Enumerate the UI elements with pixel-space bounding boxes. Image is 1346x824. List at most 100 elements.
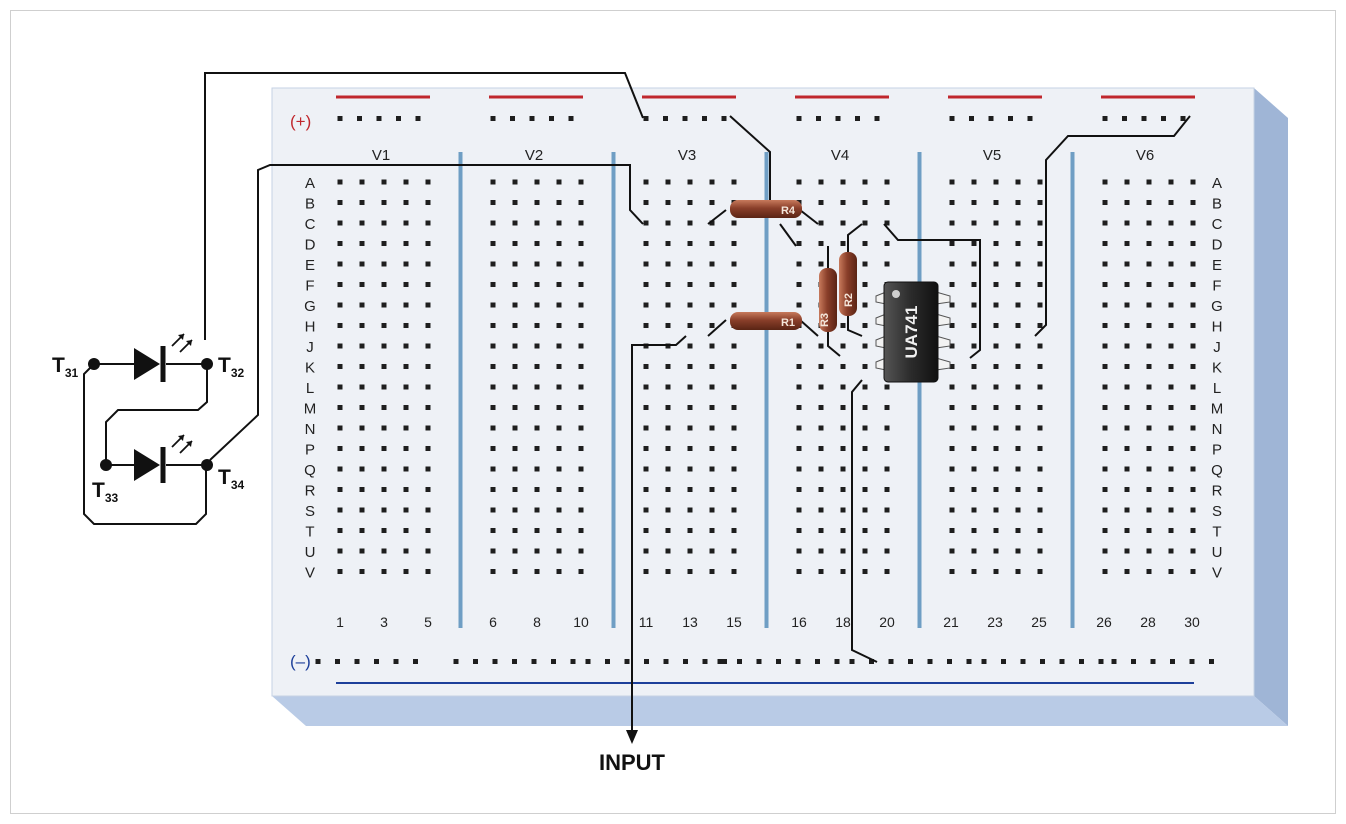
hole	[578, 261, 584, 267]
rail-minus-hole	[722, 659, 727, 664]
hole	[884, 241, 890, 246]
rail-minus-hole	[512, 659, 517, 664]
hole	[337, 343, 343, 349]
terminal-dot-t32	[201, 358, 213, 370]
hole	[1102, 343, 1108, 349]
hole	[687, 220, 693, 226]
column-number-23: 23	[987, 614, 1003, 630]
rail-minus-hole	[315, 659, 321, 664]
hole	[1015, 343, 1021, 349]
hole	[687, 487, 693, 492]
hole	[425, 343, 431, 349]
rail-minus-hole	[1189, 659, 1195, 664]
column-number-10: 10	[573, 614, 589, 630]
hole	[381, 220, 387, 226]
column-number-5: 5	[424, 614, 432, 630]
hole	[1037, 261, 1043, 267]
hole	[840, 425, 846, 431]
rail-minus-hole	[1209, 659, 1214, 664]
hole	[818, 569, 824, 574]
hole	[643, 200, 649, 205]
hole	[840, 405, 846, 410]
rail-minus-hole	[981, 659, 987, 664]
hole	[1168, 446, 1174, 451]
rail-minus-hole	[644, 659, 649, 664]
hole	[949, 487, 955, 492]
hole	[1102, 487, 1108, 492]
hole	[425, 261, 431, 267]
ic-chip-ua741: UA741	[875, 281, 951, 383]
hole	[949, 220, 955, 226]
wire-r1-left-lead	[707, 319, 727, 337]
hole	[337, 405, 343, 410]
hole	[534, 466, 540, 472]
hole	[359, 446, 365, 451]
hole	[884, 425, 890, 431]
hole	[796, 528, 802, 533]
terminal-label-t32: T32	[218, 354, 245, 380]
hole	[1146, 425, 1152, 431]
hole	[971, 548, 977, 554]
column-number-26: 26	[1096, 614, 1112, 630]
hole	[1146, 179, 1152, 185]
hole	[425, 487, 431, 492]
hole	[512, 528, 518, 533]
hole	[643, 569, 649, 574]
resistor-r2: R2	[839, 252, 857, 316]
hole	[709, 487, 715, 492]
hole	[643, 405, 649, 410]
hole	[1015, 487, 1021, 492]
hole	[1168, 261, 1174, 267]
rail-minus-hole	[927, 659, 933, 664]
hole	[1015, 548, 1021, 554]
rail-minus-hole	[473, 659, 478, 664]
hole	[665, 282, 671, 287]
hole	[643, 425, 649, 431]
hole	[971, 343, 977, 349]
hole	[993, 425, 999, 431]
hole	[949, 261, 955, 267]
hole	[840, 487, 846, 492]
hole	[534, 507, 540, 513]
hole	[971, 261, 977, 267]
hole	[884, 487, 890, 492]
hole	[556, 220, 562, 226]
rail-minus-hole	[663, 659, 669, 664]
rail-minus-hole	[849, 659, 855, 664]
hole	[556, 384, 562, 390]
hole	[556, 425, 562, 431]
rail-minus-hole	[374, 659, 379, 664]
hole	[1037, 302, 1043, 308]
row-label-left: L	[306, 380, 314, 397]
hole	[337, 302, 343, 308]
hole	[534, 487, 540, 492]
hole	[512, 282, 518, 287]
hole	[1015, 179, 1021, 185]
hole	[971, 323, 977, 328]
hole	[425, 446, 431, 451]
hole	[687, 466, 693, 472]
hole	[971, 302, 977, 308]
hole	[862, 220, 868, 226]
hole	[818, 364, 824, 369]
hole	[1037, 405, 1043, 410]
hole	[840, 384, 846, 390]
hole	[1146, 364, 1152, 369]
hole	[1015, 220, 1021, 226]
hole	[425, 507, 431, 513]
hole	[862, 446, 868, 451]
row-label-right: S	[1212, 503, 1222, 520]
terminal-dot-t34	[201, 459, 213, 471]
rail-minus-hole	[966, 659, 972, 664]
hole	[1124, 302, 1130, 308]
hole	[687, 261, 693, 267]
hole	[403, 179, 409, 185]
hole	[1102, 302, 1108, 308]
hole	[1168, 528, 1174, 533]
hole	[337, 528, 343, 533]
terminal-dot-t31	[88, 358, 100, 370]
hole	[381, 364, 387, 369]
hole	[1102, 323, 1108, 328]
hole	[862, 466, 868, 472]
hole	[403, 405, 409, 410]
